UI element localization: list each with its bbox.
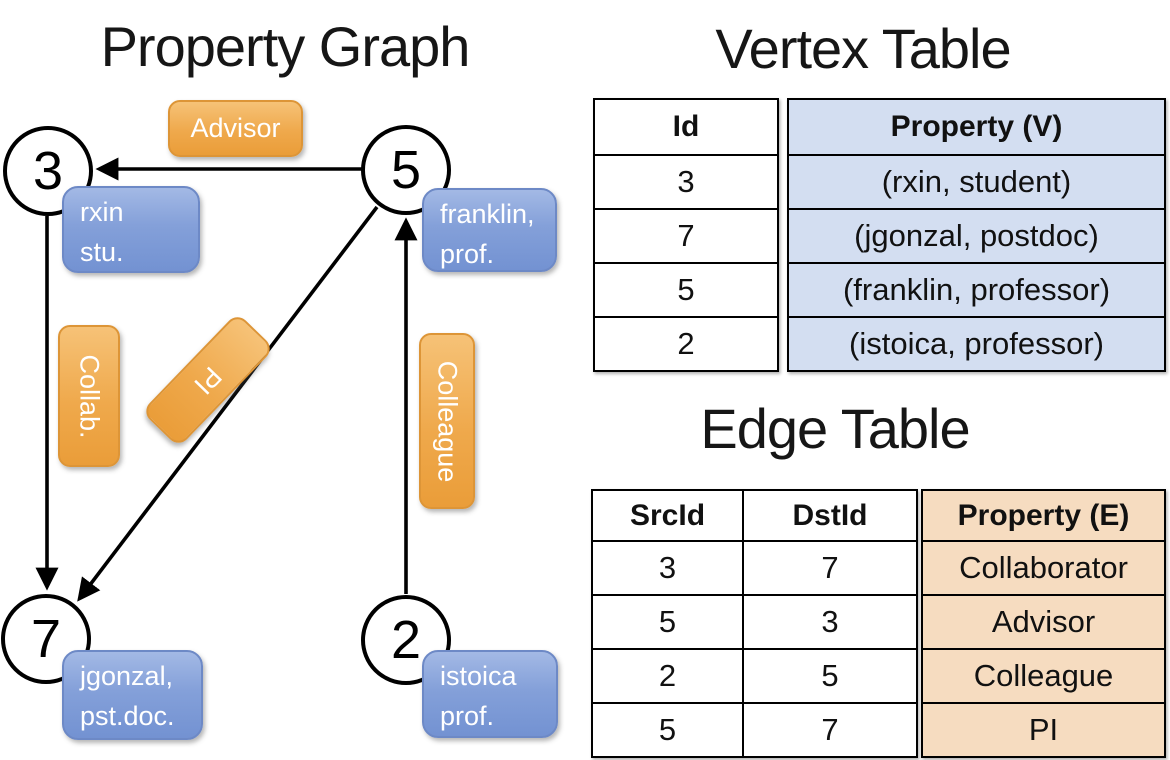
property-line: franklin, <box>440 199 535 229</box>
edge-label-text: Collab. <box>74 353 105 439</box>
table-cell: 7 <box>742 702 916 756</box>
table-cell: (franklin, professor) <box>789 262 1164 316</box>
table-cell: (jgonzal, postdoc) <box>789 208 1164 262</box>
column-header-srcid: SrcId <box>629 498 706 532</box>
table-cell: Advisor <box>923 594 1164 648</box>
vertex-property-box-5: franklin, prof. <box>422 188 557 272</box>
property-line: stu. <box>80 237 124 267</box>
property-graph-title: Property Graph <box>100 15 471 78</box>
edge-label-advisor: Advisor <box>168 100 303 157</box>
property-line: pst.doc. <box>80 701 175 731</box>
table-cell: 3 <box>593 540 742 594</box>
edge-table-property-column: Property (E) Collaborator Advisor Collea… <box>921 489 1166 758</box>
column-header-dstid: DstId <box>742 491 916 540</box>
table-cell: Collaborator <box>923 540 1164 594</box>
column-header-id: Id <box>672 110 700 143</box>
vertex-table-property-column: Property (V) (rxin, student) (jgonzal, p… <box>787 98 1166 372</box>
table-cell: 5 <box>595 262 777 316</box>
column-header-property-v: Property (V) <box>789 100 1164 154</box>
edge-label-pi: PI <box>141 312 275 448</box>
vertex-property-box-2: istoica prof. <box>422 650 558 738</box>
table-cell: 5 <box>593 702 742 756</box>
property-line: prof. <box>440 239 495 269</box>
edge-label-text: Colleague <box>432 360 463 482</box>
edge-label-text: PI <box>188 360 229 400</box>
table-cell: (rxin, student) <box>789 154 1164 208</box>
edge-table-title: Edge Table <box>700 397 970 460</box>
table-cell: 3 <box>595 154 777 208</box>
property-line: jgonzal, <box>80 661 174 691</box>
table-cell: PI <box>923 702 1164 756</box>
edge-label-text: Advisor <box>190 113 281 143</box>
node-3: 3 <box>3 126 93 216</box>
table-cell: 3 <box>742 594 916 648</box>
property-line: rxin <box>80 197 124 227</box>
table-cell: 7 <box>742 540 916 594</box>
table-cell: Colleague <box>923 648 1164 702</box>
edge-table-ids-columns: SrcId DstId 3 7 5 3 2 5 5 7 <box>591 489 918 758</box>
vertex-table-title: Vertex Table <box>715 17 1011 80</box>
vertex-property-box-7: jgonzal, pst.doc. <box>62 650 203 740</box>
table-cell: 7 <box>595 208 777 262</box>
edge-label-colleague: Colleague <box>419 333 475 509</box>
table-cell: 5 <box>742 648 916 702</box>
table-cell: 2 <box>593 648 742 702</box>
column-header-property-e: Property (E) <box>923 491 1164 540</box>
table-cell: (istoica, professor) <box>789 316 1164 370</box>
vertex-table-id-column: Id 3 7 5 2 <box>593 98 779 372</box>
property-line: istoica <box>440 661 517 691</box>
property-line: prof. <box>440 701 495 731</box>
edge-label-collab: Collab. <box>58 325 120 467</box>
table-cell: 5 <box>593 594 742 648</box>
table-cell: 2 <box>595 316 777 370</box>
vertex-property-box-3: rxin stu. <box>62 186 200 273</box>
